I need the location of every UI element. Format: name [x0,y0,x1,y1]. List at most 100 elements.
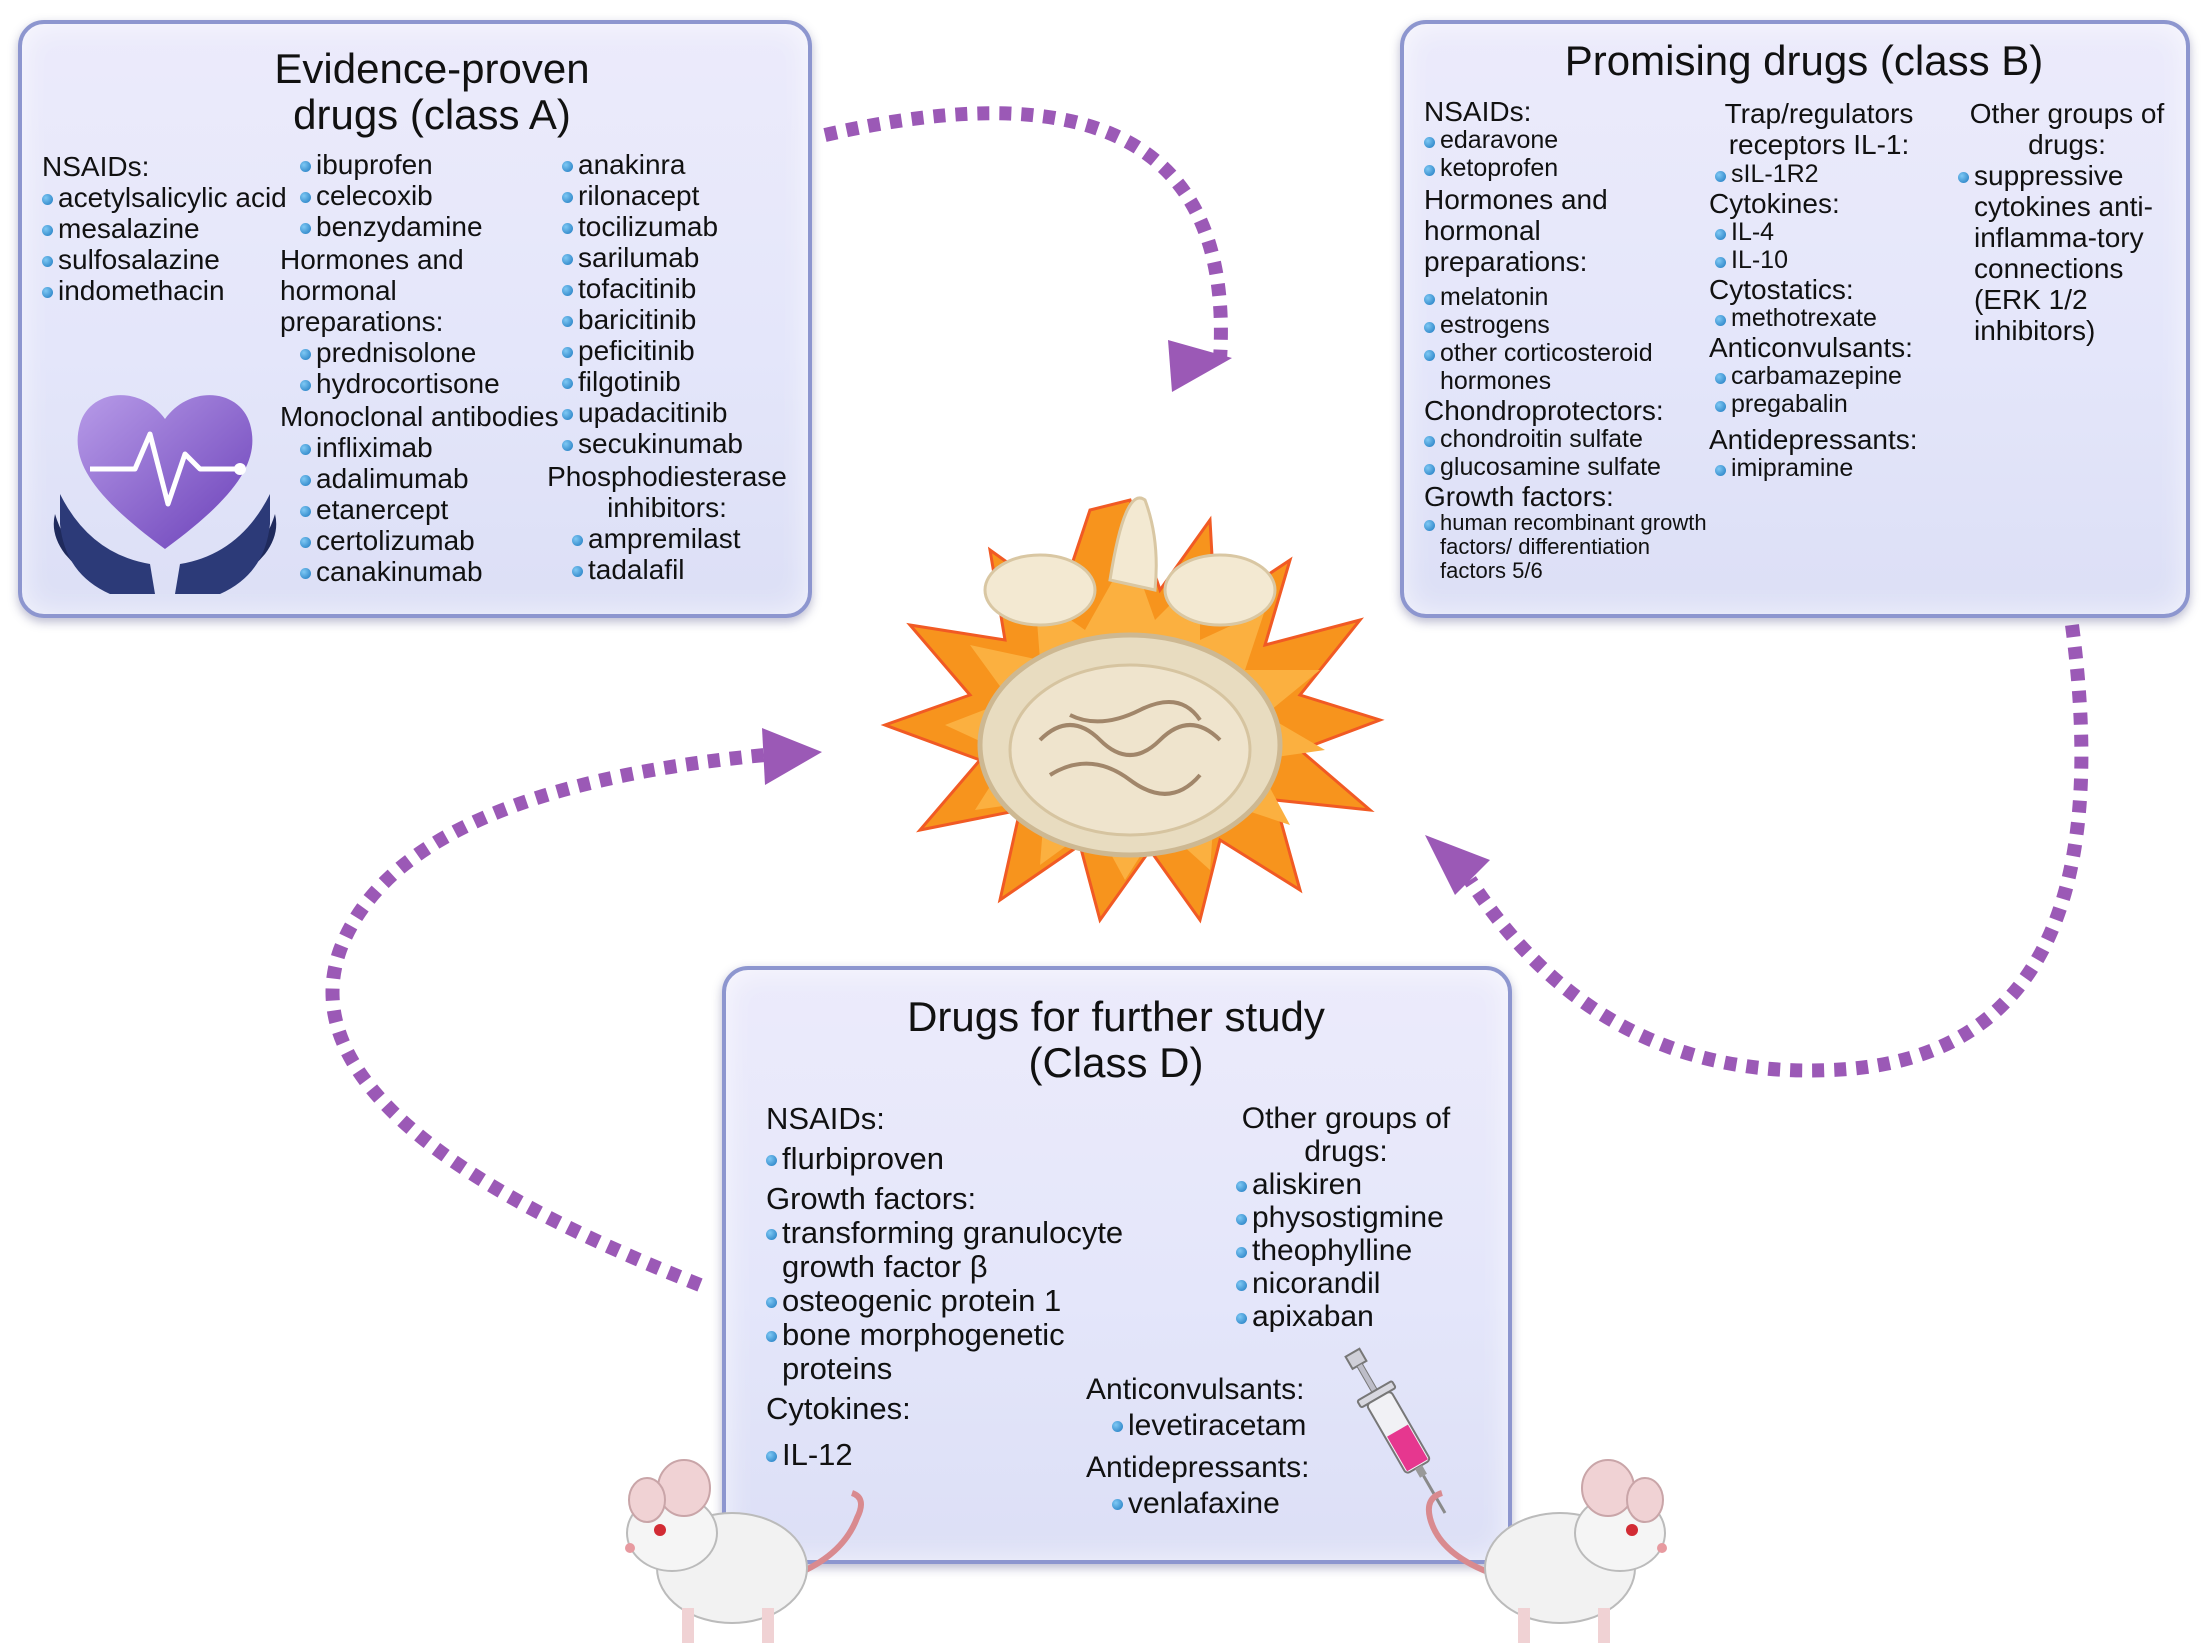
list-item: adalimumab [300,463,600,494]
class-b-trap-list: sIL-1R2 [1709,160,1949,188]
class-a-nsaids-header: NSAIDs: [42,151,150,182]
class-a-title-line2: drugs (class A) [293,91,571,138]
disc-nucleus [1008,663,1252,837]
list-item: tadalafil [572,554,812,585]
class-d-panel: Drugs for further study (Class D) NSAIDs… [722,966,1512,1564]
class-b-hormones-list: melatonin estrogens other corticosteroid… [1424,283,1714,395]
class-b-anticonv-list: carbamazepine pregabalin [1709,362,1949,418]
list-item: ibuprofen [300,149,600,180]
list-item: rilonacept [562,180,812,211]
class-d-other-list: aliskiren physostigmine theophylline nic… [1216,1168,1506,1333]
class-a-col2: ibuprofen celecoxib benzydamine Hormones… [280,149,600,587]
class-b-nsaids-list: edaravone ketoprofen [1424,126,1714,182]
class-b-chondro-list: chondroitin sulfate glucosamine sulfate [1424,425,1714,481]
list-item: mesalazine [42,213,292,244]
list-item: other corticosteroid hormones [1424,339,1714,395]
vertebra-spinous-process [1108,496,1158,592]
disc-fissures [1038,700,1222,796]
class-d-anticonv-list: levetiracetam [1086,1408,1366,1444]
class-b-other-header: Other groups of drugs: [1969,98,2165,160]
list-item: osteogenic protein 1 [766,1284,1166,1318]
list-item: filgotinib [562,366,812,397]
list-item: melatonin [1424,283,1714,311]
list-item: sarilumab [562,242,812,273]
class-d-growth-list: transforming granulocyte growth factor β… [766,1216,1166,1386]
class-d-antidep-header: Antidepressants: [1086,1451,1310,1484]
class-b-col3: Other groups of drugs: suppressive cytok… [1952,96,2182,346]
class-a-mab-header: Monoclonal antibodies [280,401,559,432]
list-item: IL-10 [1715,246,1949,274]
list-item: glucosamine sulfate [1424,453,1714,481]
class-a-pde-list: ampremilast tadalafil [542,523,812,585]
list-item: infliximab [300,432,600,463]
list-item: ketoprofen [1424,154,1714,182]
list-item: benzydamine [300,211,600,242]
class-b-cytokines-header: Cytokines: [1709,188,1840,219]
list-item: imipramine [1715,454,1949,482]
class-b-other-list: suppressive cytokines anti-inflamma-tory… [1952,160,2168,346]
class-b-col2: Trap/regulators receptors IL-1: sIL-1R2 … [1709,96,1949,482]
heart-in-hands-icon [53,395,277,594]
list-item: sIL-1R2 [1715,160,1949,188]
list-item: nicorandil [1236,1267,1506,1300]
class-a-col3: anakinra rilonacept tocilizumab sariluma… [542,149,812,585]
class-a-mab-list: infliximab adalimumab etanercept certoli… [280,432,600,587]
mouse-right-illustration [1425,1459,1667,1643]
class-b-chondro-header: Chondroprotectors: [1424,395,1664,426]
class-b-anticonv-header: Anticonvulsants: [1709,332,1913,363]
list-item: certolizumab [300,525,600,556]
class-d-col2: Other groups of drugs: aliskiren physost… [1216,1100,1506,1333]
list-item: human recombinant growth factors/ differ… [1424,511,1714,583]
vertebra-process-left [983,553,1097,627]
list-item: tofacitinib [562,273,812,304]
class-d-nsaids-header: NSAIDs: [766,1101,885,1136]
class-d-title-line2: (Class D) [1028,1039,1204,1086]
list-item: etanercept [300,494,600,525]
class-a-title-line1: Evidence-proven [274,45,590,92]
list-item: methotrexate [1715,304,1949,332]
class-b-hormones-header: Hormones and hormonal preparations: [1424,184,1608,277]
class-a-col1: NSAIDs: acetylsalicylic acid mesalazine … [42,149,292,306]
class-b-nsaids-header: NSAIDs: [1424,96,1532,127]
list-item: IL-4 [1715,218,1949,246]
class-d-nsaids-list: flurbiproven [766,1142,1186,1176]
vertebra-process-right [1163,553,1277,627]
list-item: suppressive cytokines anti-inflamma-tory… [1958,160,2168,346]
class-b-antidep-header: Antidepressants: [1709,424,1918,455]
class-b-col1: NSAIDs: edaravone ketoprofen Hormones an… [1424,96,1714,583]
class-d-title: Drugs for further study (Class D) [826,994,1406,1086]
list-item: sulfosalazine [42,244,292,275]
list-item: acetylsalicylic acid [42,182,292,213]
class-d-col1: NSAIDs: flurbiproven Growth factors: tra… [766,1100,1186,1472]
list-item: aliskiren [1236,1168,1506,1201]
list-item: apixaban [1236,1300,1506,1333]
mouse-left-illustration [625,1459,864,1643]
class-d-antidep-list: venlafaxine [1086,1486,1366,1522]
list-item: flurbiproven [766,1142,1186,1176]
list-item: celecoxib [300,180,600,211]
list-item: peficitinib [562,335,812,366]
list-item: chondroitin sulfate [1424,425,1714,453]
list-item: IL-12 [766,1438,1186,1472]
class-d-title-line1: Drugs for further study [907,993,1325,1040]
list-item: anakinra [562,149,812,180]
list-item: prednisolone [300,337,600,368]
class-b-title: Promising drugs (class B) [1564,37,2044,84]
class-b-antidep-list: imipramine [1709,454,1949,482]
class-a-hormones-list: prednisolone hydrocortisone [280,337,600,399]
list-item: pregabalin [1715,390,1949,418]
class-a-nsaids-list: acetylsalicylic acid mesalazine sulfosal… [42,182,292,306]
list-item: indomethacin [42,275,292,306]
list-item: levetiracetam [1112,1408,1366,1444]
list-item: physostigmine [1236,1201,1506,1234]
class-a-pde-header: Phosphodiesterase inhibitors: [547,461,787,523]
class-a-nsaids-cont-list: ibuprofen celecoxib benzydamine [280,149,600,242]
class-a-biologics-list: anakinra rilonacept tocilizumab sariluma… [542,149,812,459]
list-item: upadacitinib [562,397,812,428]
class-d-other-header: Other groups of drugs: [1241,1102,1451,1168]
list-item: venlafaxine [1112,1486,1366,1522]
class-b-cytostatics-list: methotrexate [1709,304,1949,332]
